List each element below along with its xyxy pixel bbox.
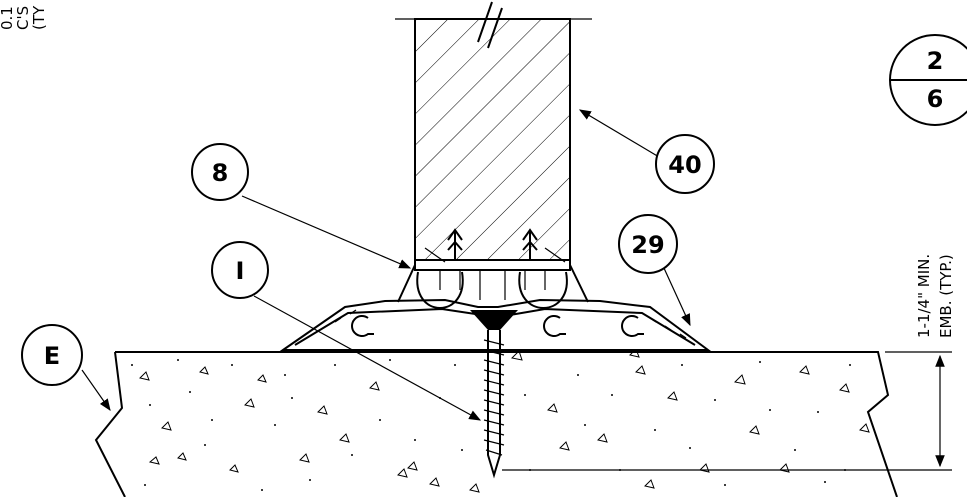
- partial-note: 0.1 C'S (TY: [0, 5, 48, 30]
- partial-note-line2: C'S: [14, 6, 32, 30]
- partial-note-line3: (TY: [30, 5, 48, 30]
- post-clip: [397, 228, 589, 309]
- leader-lines: [81, 109, 691, 421]
- callout-i-label: I: [236, 257, 245, 285]
- callout-e-label: E: [44, 342, 60, 370]
- screw-anchor: [470, 310, 518, 479]
- post: [395, 1, 592, 264]
- concrete-slab: [94, 351, 898, 497]
- callout-40-label: 40: [668, 151, 701, 179]
- section-marker: 2 6: [889, 34, 967, 126]
- section-number: 2: [927, 47, 944, 75]
- callout-29: 29: [618, 214, 678, 274]
- embedment-note-line2: EMB. (TYP.): [937, 254, 955, 338]
- section-sheet: 6: [927, 85, 944, 113]
- callout-8: 8: [191, 143, 249, 201]
- embedment-note-line1: 1-1/4" MIN.: [915, 254, 933, 338]
- concrete-aggregate: [131, 352, 870, 493]
- callout-i: I: [211, 241, 269, 299]
- embedment-dimension: 1-1/4" MIN. EMB. (TYP.): [502, 254, 955, 471]
- callout-8-label: 8: [212, 159, 229, 187]
- callout-e: E: [21, 324, 83, 386]
- callout-40: 40: [655, 134, 715, 194]
- callout-29-label: 29: [631, 231, 664, 259]
- partial-note-line1: 0.1: [0, 6, 16, 30]
- base-plate: [279, 298, 712, 351]
